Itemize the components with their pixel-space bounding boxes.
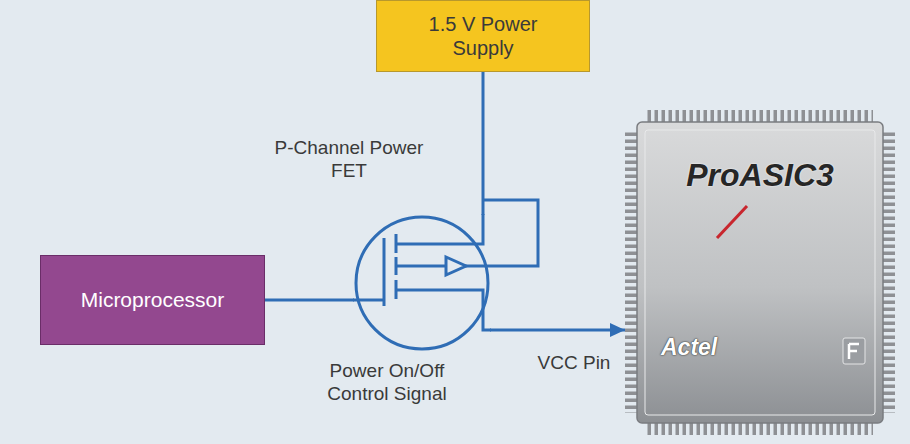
body-arrow — [446, 257, 466, 275]
fet-circle — [356, 217, 488, 349]
fpga-chip: ProASIC3Actel — [625, 110, 895, 435]
box-label: 1.5 V Power Supply — [413, 12, 553, 60]
channel-segment — [395, 257, 398, 275]
logo-swoosh — [717, 206, 747, 238]
flash-icon — [843, 338, 865, 364]
channel-segment — [395, 234, 398, 253]
box-label: Microprocessor — [81, 287, 225, 312]
flash-icon-mark — [849, 344, 859, 359]
logo-text: ProASIC3 — [645, 156, 875, 194]
wire — [482, 72, 485, 215]
wire — [265, 299, 354, 302]
signal-label: Power On/Off Control Signal — [305, 360, 469, 406]
component-label: P-Channel Power FET — [274, 137, 424, 183]
signal-label: VCC Pin — [524, 352, 624, 375]
logo-text: Actel — [661, 334, 791, 362]
drain-lead — [396, 290, 491, 330]
chip-body — [637, 122, 883, 423]
chip-bevel — [645, 130, 875, 415]
fet-outline — [354, 215, 490, 351]
wire — [490, 329, 625, 332]
microprocessor-box: Microprocessor — [40, 255, 265, 345]
power-supply-box: 1.5 V Power Supply — [376, 0, 590, 72]
fet-symbol: P-Channel Power FET — [354, 215, 490, 351]
gate-plate — [383, 238, 386, 306]
